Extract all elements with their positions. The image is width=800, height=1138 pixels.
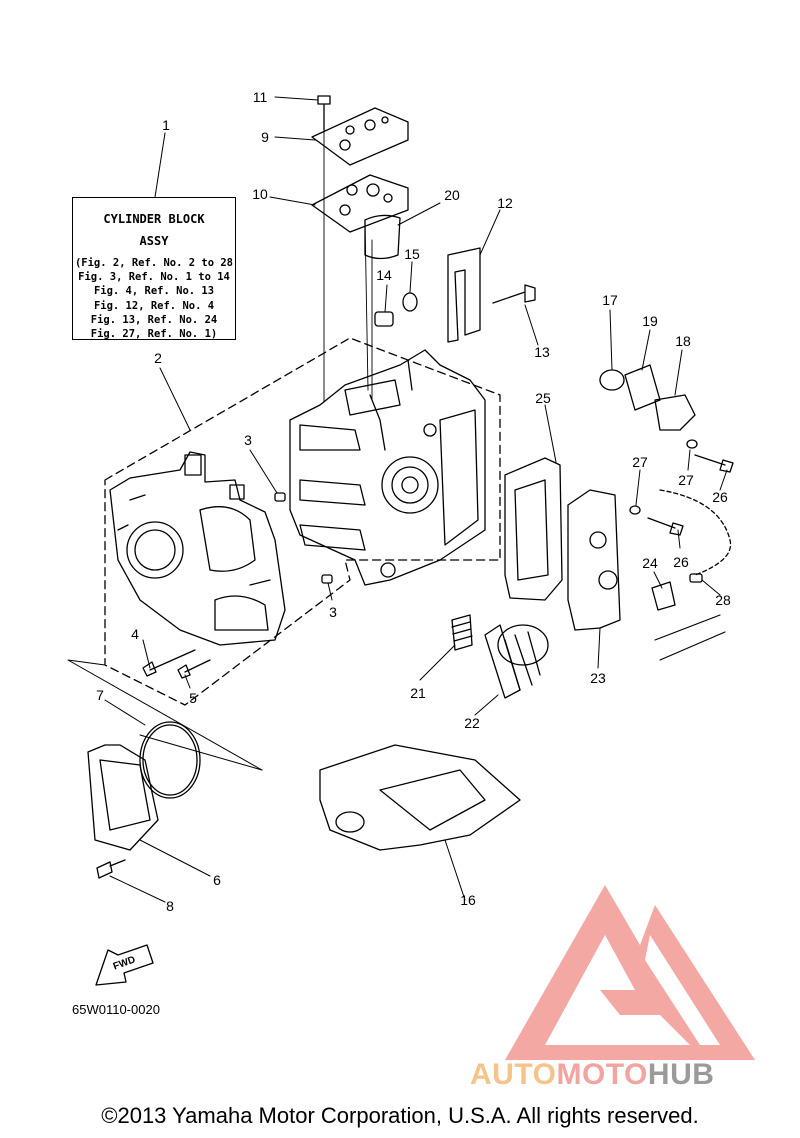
brand-moto: MOTO: [556, 1058, 648, 1091]
thermostat-gasket: [624, 364, 661, 411]
callout-number: 18: [675, 333, 691, 349]
thermostat-cover: [654, 394, 696, 431]
callout-number: 16: [460, 892, 476, 908]
watermark-logo: [505, 885, 755, 1060]
callout-number: 26: [712, 489, 728, 505]
callout-number: 6: [213, 872, 221, 888]
assembly-title-line1: CYLINDER BLOCK: [103, 212, 205, 226]
callout-number: 24: [642, 555, 658, 571]
callout-number: 8: [166, 898, 174, 914]
grommet: [364, 214, 401, 260]
callout-number: 27: [678, 472, 694, 488]
side-cover: [87, 744, 159, 851]
assembly-ref: Fig. 12, Ref. No. 4: [93, 299, 215, 312]
anode-bracket: [447, 247, 481, 343]
assembly-ref: Fig. 3, Ref. No. 1 to 14: [78, 271, 230, 284]
assembly-info-box: CYLINDER BLOCK ASSY (Fig. 2, Ref. No. 2 …: [72, 197, 236, 340]
bolt: [317, 95, 331, 131]
copyright-notice: ©2013 Yamaha Motor Corporation, U.S.A. A…: [101, 1103, 699, 1128]
callout-number: 1: [162, 117, 170, 133]
brand-auto: AUTO: [470, 1058, 557, 1091]
callout-number: 11: [252, 89, 268, 105]
assembly-refs: (Fig. 2, Ref. No. 2 to 28 Fig. 3, Ref. N…: [73, 256, 235, 341]
assembly-ref: Fig. 4, Ref. No. 13: [93, 285, 215, 298]
brand-hub: HUB: [647, 1058, 715, 1091]
assembly-dashed-outline: [104, 337, 501, 706]
callout-number: 23: [590, 670, 606, 686]
thermostat: [599, 369, 625, 391]
callout-number: 27: [632, 454, 648, 470]
assembly-title: CYLINDER BLOCK ASSY: [73, 208, 235, 252]
assembly-ref: Fig. 27, Ref. No. 1): [90, 328, 218, 341]
callout-number: 17: [602, 292, 618, 308]
callout-number: 12: [497, 195, 513, 211]
assembly-ref: Fig. 13, Ref. No. 24: [90, 313, 218, 326]
fwd-arrow: [95, 944, 154, 986]
exhaust-gasket: [504, 457, 563, 601]
callout-number: 19: [642, 313, 658, 329]
callout-number: 22: [464, 715, 480, 731]
cover-plate: [311, 107, 409, 166]
diagram-part-code: 65W0110-0020: [72, 1002, 160, 1017]
callout-number: 5: [189, 690, 197, 706]
callout-number: 3: [244, 432, 252, 448]
crankcase-half: [109, 451, 286, 646]
oil-pan-gasket: [319, 744, 521, 851]
assembly-title-line2: ASSY: [139, 234, 169, 248]
callout-number: 15: [404, 246, 420, 262]
assembly-ref: (Fig. 2, Ref. No. 2 to 28: [74, 257, 234, 269]
callout-number: 20: [444, 187, 460, 203]
callout-number: 9: [261, 129, 269, 145]
callout-number: 2: [154, 350, 162, 366]
callout-number: 13: [534, 344, 550, 360]
callout-number: 14: [376, 267, 392, 283]
cylinder-block: [289, 349, 486, 586]
filter-spring: [451, 614, 473, 651]
callout-number: 7: [96, 687, 104, 703]
callout-number: 10: [252, 186, 268, 202]
exhaust-cover: [567, 489, 621, 631]
callout-number: 28: [715, 592, 731, 608]
callout-number: 25: [535, 390, 551, 406]
callout-number: 26: [673, 554, 689, 570]
cover-gasket: [311, 174, 409, 233]
watermark-brand: AUTOMOTOHUB: [470, 1058, 714, 1092]
oil-filter: [484, 624, 549, 699]
callout-number: 21: [410, 685, 426, 701]
callout-number: 3: [329, 604, 337, 620]
callout-number: 4: [131, 626, 139, 642]
o-ring: [139, 721, 201, 799]
